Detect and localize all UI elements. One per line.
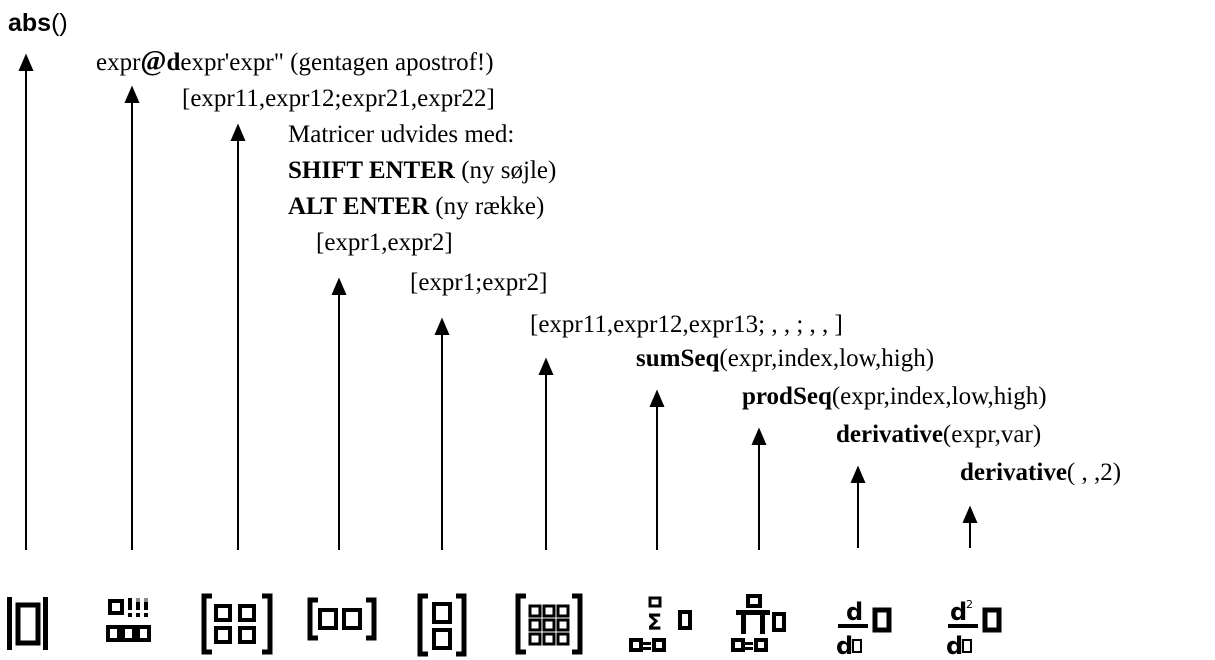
column-vector-label: [expr1;expr2] — [410, 269, 548, 296]
matrix-2x2-label: [expr11,expr12;expr21,expr22] — [182, 85, 495, 112]
product-icon[interactable] — [731, 594, 786, 652]
svg-text:2: 2 — [966, 598, 973, 611]
arrow-matrix-2x2 — [230, 123, 246, 550]
matrix-2x2-icon[interactable] — [201, 593, 273, 655]
arrow-prodseq — [751, 427, 767, 550]
arrow-abs — [18, 53, 34, 550]
arrow-row-vector — [331, 277, 347, 550]
sumseq-label: sumSeq(expr,index,low,high) — [636, 345, 935, 372]
sum-icon[interactable]: Σ — [629, 596, 692, 652]
prime-derivative-icon[interactable] — [106, 598, 151, 642]
row-vector-icon[interactable] — [307, 597, 377, 641]
prodseq-label: prodSeq(expr,index,low,high) — [742, 383, 1047, 410]
arrow-sumseq — [649, 389, 665, 550]
shift-enter-label: SHIFT ENTER (ny søjle) — [288, 157, 557, 184]
arrow-derivative — [850, 465, 866, 548]
derivative-label: derivative(expr,var) — [836, 421, 1042, 448]
arrow-column-vector — [434, 317, 450, 550]
abs-label: abs() — [8, 9, 68, 37]
svg-text:d: d — [846, 598, 863, 626]
second-derivative-icon[interactable]: d 2 d — [946, 598, 1002, 660]
arrow-derivative-notation — [124, 85, 140, 550]
alt-enter-label: ALT ENTER (ny række) — [288, 193, 545, 220]
column-vector-icon[interactable] — [417, 593, 467, 657]
matrix-note-label: Matricer udvides med: — [288, 121, 515, 148]
svg-text:Σ: Σ — [647, 611, 662, 636]
abs-icon[interactable] — [7, 597, 48, 650]
matrix-3x3-label: [expr11,expr12,expr13; , , ; , , ] — [530, 311, 843, 338]
svg-text:d: d — [950, 598, 967, 626]
arrow-matrix-3x3 — [538, 357, 554, 550]
svg-text:d: d — [836, 632, 853, 660]
derivative-notation-label: expr@dexpr'expr" (gentagen apostrof!) — [96, 46, 494, 77]
matrix-3x3-icon[interactable] — [515, 593, 583, 655]
derivative-icon[interactable]: d d — [836, 598, 892, 660]
second-derivative-label: derivative( , ,2) — [960, 459, 1122, 486]
row-vector-label: [expr1,expr2] — [316, 229, 453, 256]
svg-text:d: d — [946, 632, 963, 660]
arrow-second-derivative — [962, 505, 978, 548]
